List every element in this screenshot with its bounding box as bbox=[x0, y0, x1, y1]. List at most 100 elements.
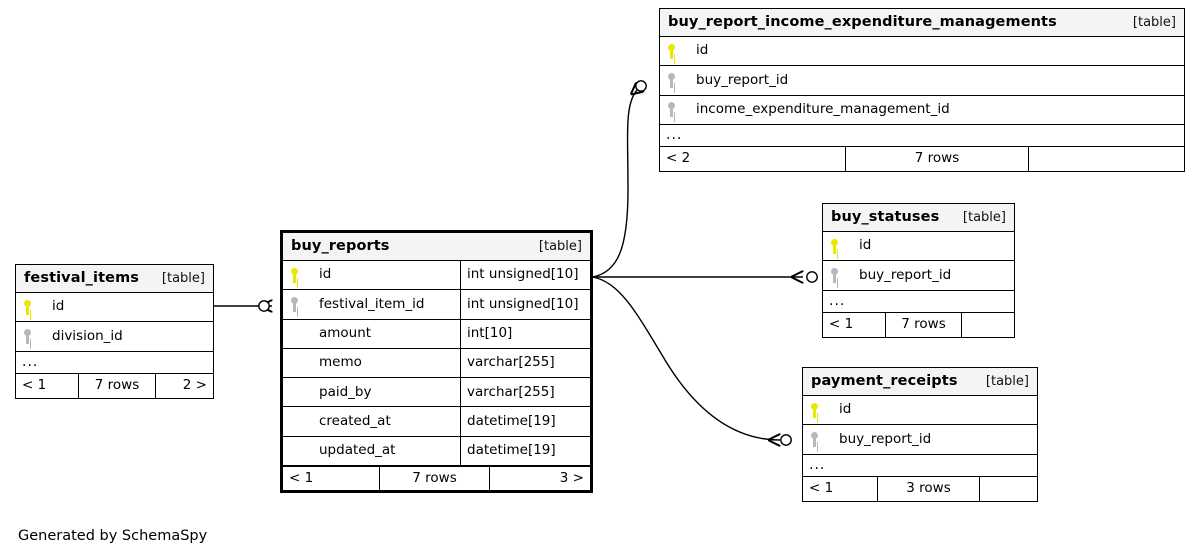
column-cell: id bbox=[660, 37, 1184, 65]
column-name: division_id bbox=[52, 327, 123, 344]
table-header: festival_items [table] bbox=[16, 265, 213, 293]
table-title: payment_receipts bbox=[811, 373, 958, 390]
table-title: buy_statuses bbox=[831, 209, 940, 226]
column-cell: created_at bbox=[283, 407, 460, 435]
table-row[interactable]: updated_at datetime[19] bbox=[283, 436, 590, 467]
column-type: varchar[255] bbox=[460, 378, 590, 407]
column-name: buy_report_id bbox=[859, 266, 952, 283]
parent-relation-count[interactable]: < 2 bbox=[666, 150, 691, 167]
table-buy-reports[interactable]: buy_reports [table] id int unsigned[10] … bbox=[280, 230, 593, 494]
generated-by-credit: Generated by SchemaSpy bbox=[18, 528, 208, 544]
table-header: buy_report_income_expenditure_management… bbox=[660, 9, 1184, 37]
primary-key-icon bbox=[668, 43, 690, 59]
primary-key-icon bbox=[831, 238, 853, 254]
child-relation-count[interactable]: 3 > bbox=[489, 467, 590, 491]
parent-relation-count[interactable]: < 1 bbox=[289, 469, 314, 486]
column-type: varchar[255] bbox=[460, 348, 590, 378]
table-row[interactable]: amount int[10] bbox=[283, 319, 590, 349]
edge-buy-reports-to-income-expenditure bbox=[592, 80, 647, 278]
column-cell: id bbox=[823, 232, 1014, 260]
primary-key-icon bbox=[24, 299, 46, 315]
column-cell: buy_report_id bbox=[823, 261, 1014, 289]
column-name: income_expenditure_management_id bbox=[696, 100, 950, 117]
row-count: 7 rows bbox=[78, 373, 155, 398]
table-row[interactable]: id bbox=[660, 37, 1184, 67]
child-relation-count[interactable] bbox=[1028, 146, 1184, 171]
child-relation-count[interactable]: 2 > bbox=[155, 373, 213, 398]
column-name: id bbox=[319, 266, 332, 283]
table-row[interactable]: income_expenditure_management_id bbox=[660, 95, 1184, 125]
table-kind-label: [table] bbox=[538, 239, 582, 254]
table-row[interactable]: id bbox=[16, 293, 213, 323]
table-footer: < 1 7 rows 2 > bbox=[16, 373, 213, 398]
table-kind-label: [table] bbox=[1132, 15, 1176, 30]
table-kind-label: [table] bbox=[985, 374, 1029, 389]
table-row[interactable]: buy_report_id bbox=[823, 261, 1014, 291]
primary-key-icon bbox=[811, 402, 833, 418]
table-footer: < 1 7 rows bbox=[823, 312, 1014, 337]
row-count: 7 rows bbox=[379, 467, 489, 491]
table-festival-items[interactable]: festival_items [table] id division_id ..… bbox=[15, 264, 214, 399]
column-cell: income_expenditure_management_id bbox=[660, 96, 1184, 124]
edge-buy-reports-to-buy-statuses bbox=[593, 272, 818, 282]
table-row[interactable]: id int unsigned[10] bbox=[283, 261, 590, 291]
row-count: 7 rows bbox=[845, 146, 1028, 171]
parent-relation-count[interactable]: < 1 bbox=[809, 479, 834, 496]
table-row[interactable]: buy_report_id bbox=[803, 425, 1037, 455]
child-relation-count[interactable] bbox=[961, 312, 1014, 337]
column-cell: division_id bbox=[16, 322, 213, 350]
table-header: buy_reports [table] bbox=[283, 233, 590, 261]
table-footer: < 1 3 rows bbox=[803, 476, 1037, 501]
table-row[interactable]: id bbox=[803, 396, 1037, 426]
row-count: 3 rows bbox=[877, 476, 979, 501]
more-columns-indicator: ... bbox=[660, 125, 1184, 147]
parent-relation-count[interactable]: < 1 bbox=[829, 315, 854, 332]
column-name: created_at bbox=[319, 412, 391, 429]
column-name: id bbox=[696, 42, 709, 59]
row-count: 7 rows bbox=[885, 312, 961, 337]
column-cell: id bbox=[803, 396, 1037, 424]
column-type: int unsigned[10] bbox=[460, 290, 590, 319]
column-type: int[10] bbox=[460, 319, 590, 348]
table-footer: < 1 7 rows 3 > bbox=[283, 466, 590, 491]
column-name: id bbox=[859, 237, 872, 254]
table-kind-label: [table] bbox=[161, 271, 205, 286]
table-buy-report-income-expenditure-managements[interactable]: buy_report_income_expenditure_management… bbox=[659, 8, 1185, 172]
table-buy-statuses[interactable]: buy_statuses [table] id buy_report_id ..… bbox=[822, 203, 1015, 338]
primary-key-icon bbox=[291, 267, 313, 283]
table-title: festival_items bbox=[24, 270, 140, 287]
more-columns-indicator: ... bbox=[823, 291, 1014, 313]
child-relation-count[interactable] bbox=[979, 476, 1037, 501]
column-name: amount bbox=[319, 324, 372, 341]
more-columns-indicator: ... bbox=[16, 352, 213, 374]
table-row[interactable]: festival_item_id int unsigned[10] bbox=[283, 290, 590, 320]
edge-buy-reports-to-payment-receipts bbox=[592, 276, 792, 445]
column-cell: festival_item_id bbox=[283, 290, 460, 318]
edge-festival-items-to-buy-reports bbox=[214, 301, 272, 311]
column-name: festival_item_id bbox=[319, 295, 425, 312]
column-name: paid_by bbox=[319, 383, 372, 400]
foreign-key-icon bbox=[811, 431, 833, 447]
column-type: datetime[19] bbox=[460, 407, 590, 436]
foreign-key-icon bbox=[24, 328, 46, 344]
table-row[interactable]: memo varchar[255] bbox=[283, 348, 590, 379]
column-name: id bbox=[839, 401, 852, 418]
table-kind-label: [table] bbox=[962, 210, 1006, 225]
table-row[interactable]: buy_report_id bbox=[660, 66, 1184, 96]
column-type: int unsigned[10] bbox=[460, 261, 590, 290]
table-row[interactable]: created_at datetime[19] bbox=[283, 407, 590, 437]
table-row[interactable]: paid_by varchar[255] bbox=[283, 378, 590, 408]
column-cell: memo bbox=[283, 349, 460, 377]
column-cell: buy_report_id bbox=[803, 425, 1037, 453]
table-header: buy_statuses [table] bbox=[823, 204, 1014, 232]
table-payment-receipts[interactable]: payment_receipts [table] id buy_report_i… bbox=[802, 367, 1038, 502]
table-header: payment_receipts [table] bbox=[803, 368, 1037, 396]
table-title: buy_report_income_expenditure_management… bbox=[668, 14, 1057, 31]
column-cell: updated_at bbox=[283, 437, 460, 465]
parent-relation-count[interactable]: < 1 bbox=[22, 376, 47, 393]
column-cell: id bbox=[283, 261, 460, 289]
column-cell: id bbox=[16, 293, 213, 321]
table-row[interactable]: division_id bbox=[16, 322, 213, 352]
table-row[interactable]: id bbox=[823, 232, 1014, 262]
